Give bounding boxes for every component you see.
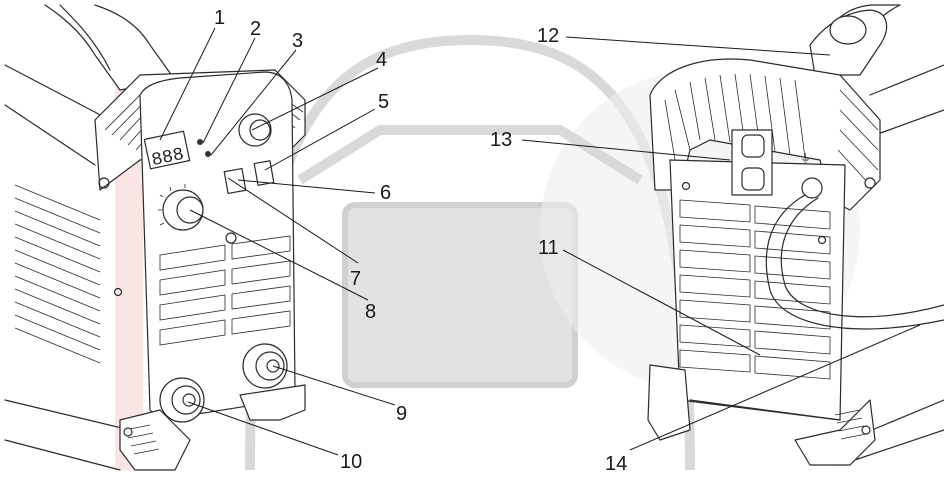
callout-6: 6: [380, 182, 391, 204]
callout-4: 4: [376, 49, 387, 71]
callout-13: 13: [490, 129, 512, 151]
callout-10: 10: [340, 451, 362, 473]
callout-9: 9: [396, 403, 407, 425]
rear-foot: [647, 364, 691, 441]
callout-3: 3: [292, 30, 303, 52]
callout-14: 14: [605, 453, 627, 475]
power-switch: [731, 129, 773, 196]
ground-symbol-icon: ⏚: [800, 152, 811, 165]
mode-switch: [223, 168, 247, 194]
front-grill: [159, 235, 291, 346]
led-indicator-icon: [197, 139, 203, 145]
mode-switch: [253, 160, 275, 186]
power-cable: [765, 177, 944, 330]
leader-lines: [159, 27, 921, 456]
callout-12: 12: [537, 25, 559, 47]
callout-2: 2: [250, 18, 261, 40]
rear-view: ⏚: [647, 4, 944, 466]
callout-1: 1: [214, 7, 225, 29]
fan-grill: [679, 199, 831, 380]
front-foot: [119, 409, 191, 471]
front-foot: [239, 384, 306, 421]
callout-labels: 1 2 3 4 5 6 7 8 9 10 11 12 13 14: [214, 7, 627, 475]
led-indicator-icon: [205, 151, 211, 157]
rear-foot: [794, 399, 876, 466]
front-view: 888: [4, 4, 306, 471]
negative-socket: [159, 377, 205, 423]
callout-11: 11: [538, 237, 559, 259]
callout-7: 7: [350, 268, 361, 290]
front-side-vents: [14, 184, 101, 364]
callout-5: 5: [378, 91, 389, 113]
positive-socket: [242, 343, 288, 389]
side-screw-icon: [113, 287, 123, 297]
rear-panel: [669, 159, 846, 421]
adjust-knob-small: [238, 113, 272, 147]
digital-display: [143, 130, 191, 170]
callout-8: 8: [365, 301, 376, 323]
